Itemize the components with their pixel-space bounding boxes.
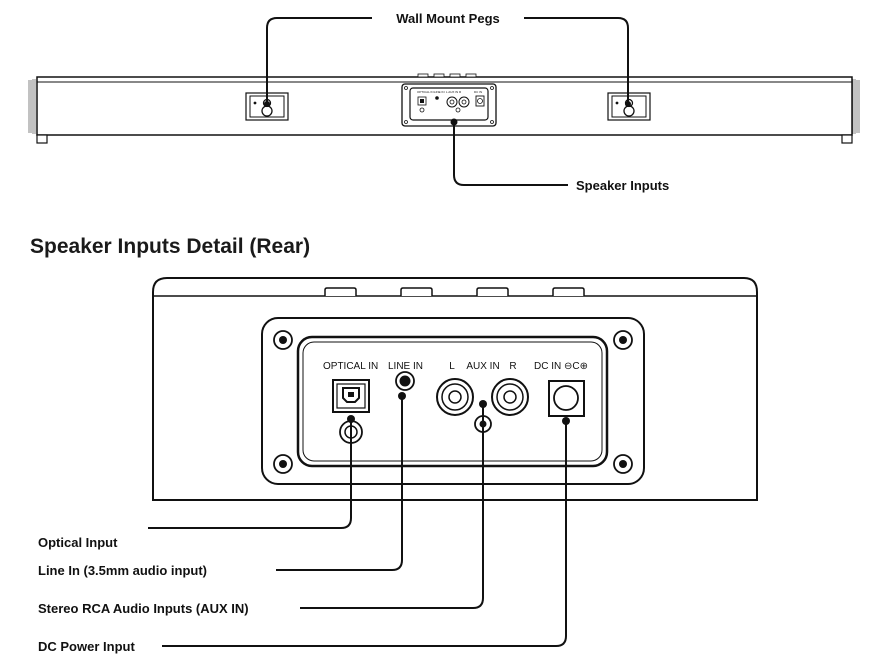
soundbar-rear-view: OPTICAL IN LINE IN L AUX IN R DC IN Wall…	[28, 11, 860, 193]
wall-mount-leader-lines	[266, 17, 629, 104]
left-end-fins	[28, 79, 36, 134]
mini-dc-label: DC IN	[474, 90, 482, 94]
detail-heading: Speaker Inputs Detail (Rear)	[30, 235, 310, 258]
dc-power-callout: DC Power Input	[38, 639, 135, 654]
stereo-rca-callout: Stereo RCA Audio Inputs (AUX IN)	[38, 601, 249, 616]
mini-line-in-jack	[435, 96, 439, 100]
rca-right-jack	[491, 378, 529, 416]
line-in-label: LINE IN	[388, 361, 423, 372]
top-buttons	[417, 73, 477, 78]
wall-mount-pegs-callout: Wall Mount Pegs	[396, 11, 500, 26]
mini-line-in-label: LINE IN	[434, 90, 445, 94]
detail-screws	[273, 330, 633, 474]
input-panel-detail: OPTICAL IN LINE IN L AUX IN R DC IN ⊖C⊕	[152, 277, 758, 501]
optical-in-label: OPTICAL IN	[323, 361, 378, 372]
right-foot	[841, 134, 853, 144]
right-end-fins	[852, 79, 860, 134]
optical-input-port	[332, 379, 370, 413]
mini-input-panel: OPTICAL IN LINE IN L AUX IN R DC IN	[401, 83, 497, 127]
optical-input-callout: Optical Input	[38, 535, 118, 550]
mini-aux-label: L AUX IN R	[446, 90, 462, 94]
line-in-callout: Line In (3.5mm audio input)	[38, 563, 207, 578]
line-in-jack	[395, 371, 415, 391]
left-foot	[36, 134, 48, 144]
mini-optical-label: OPTICAL IN	[417, 90, 434, 94]
right-wall-mount-peg	[607, 92, 651, 121]
detail-top-buttons	[324, 287, 585, 296]
aux-right-label: R	[509, 361, 516, 372]
dc-power-port	[548, 380, 585, 417]
rca-left-jack	[436, 378, 474, 416]
dc-in-label: DC IN	[534, 361, 561, 372]
speaker-inputs-leader-line	[453, 122, 568, 186]
detail-leader-dots	[347, 392, 570, 425]
dc-polarity-label: ⊖C⊕	[564, 361, 588, 372]
aux-left-label: L	[449, 361, 455, 372]
aux-in-label: AUX IN	[466, 361, 499, 372]
speaker-inputs-callout: Speaker Inputs	[576, 178, 669, 193]
detail-leader-lines	[148, 396, 567, 647]
